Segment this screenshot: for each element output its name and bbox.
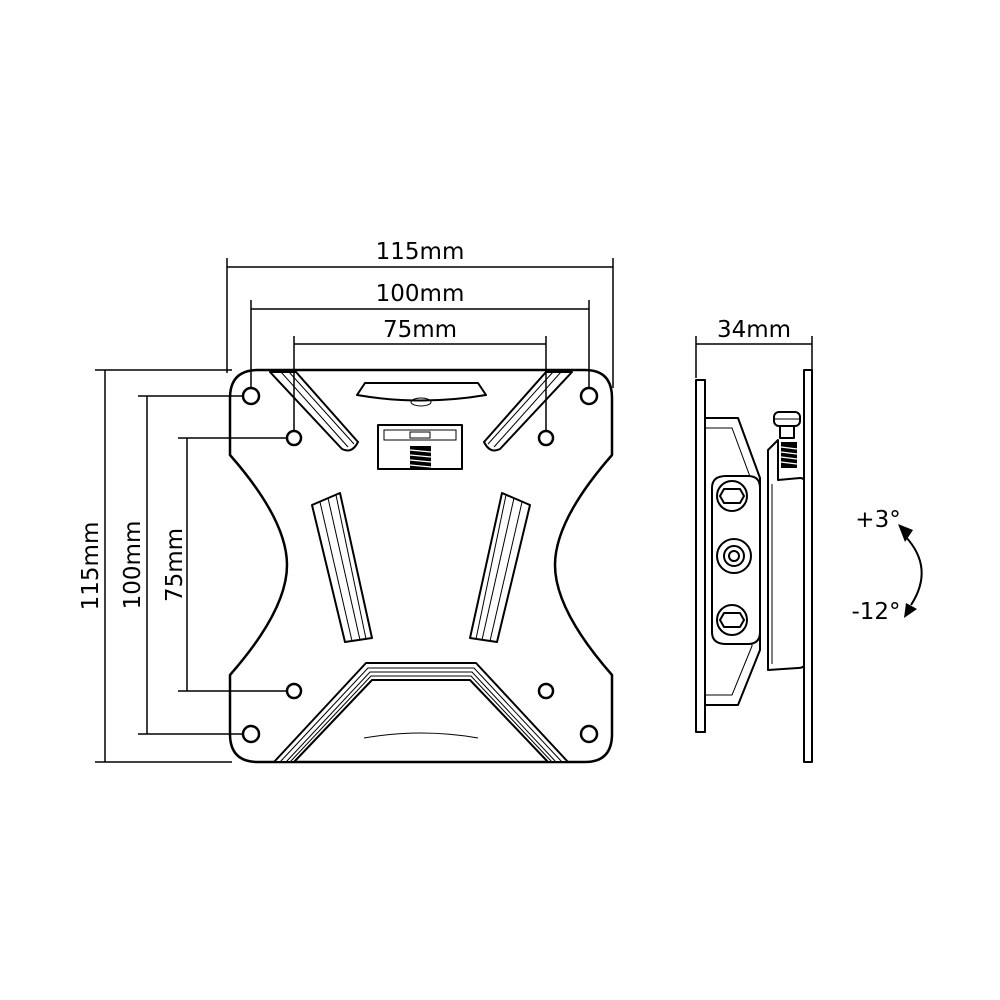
vertical-dimensions: 115mm 100mm 75mm — [78, 369, 287, 763]
dim-depth: 34mm — [717, 317, 791, 343]
tilt-down-label: -12° — [851, 599, 900, 625]
dim-width-vesa-large: 100mm — [376, 281, 465, 307]
lock-tab — [377, 424, 463, 470]
middle-left-rib — [311, 492, 373, 643]
top-hook-notch — [410, 397, 432, 407]
hole-100-top-left — [241, 386, 261, 406]
tilt-arrow — [904, 535, 923, 606]
wall-plate — [695, 379, 706, 733]
side-view: 34mm — [695, 317, 923, 763]
tv-bracket — [767, 439, 807, 671]
middle-right-rib — [469, 492, 531, 643]
upper-right-rib — [483, 371, 573, 452]
horizontal-dimensions: 115mm 100mm 75mm — [226, 239, 614, 430]
hole-100-top-right — [579, 386, 599, 406]
hole-75-bottom-left — [285, 682, 303, 700]
tilt-arrow-head-down — [904, 603, 917, 618]
upper-screw — [716, 480, 748, 512]
top-hook-slot — [356, 382, 487, 402]
tilt-up-label: +3° — [855, 507, 900, 533]
front-view-plate — [228, 368, 614, 764]
side-lock-screw — [773, 411, 801, 468]
plate-outline — [228, 368, 614, 764]
dim-width-overall: 115mm — [376, 239, 465, 265]
dim-height-vesa-small: 75mm — [162, 528, 188, 602]
hole-75-top-left — [285, 429, 303, 447]
center-bolt — [716, 538, 752, 574]
hole-75-bottom-right — [537, 682, 555, 700]
pivot-screws — [716, 480, 752, 636]
bottom-chevron-rib — [273, 662, 569, 763]
hole-100-bottom-left — [241, 724, 261, 744]
hole-100-bottom-right — [579, 724, 599, 744]
dim-width-vesa-small: 75mm — [383, 317, 457, 343]
tv-plate — [803, 369, 813, 763]
upper-left-rib — [269, 371, 359, 452]
hole-75-top-right — [537, 429, 555, 447]
tilt-arrow-head-up — [898, 524, 913, 542]
dim-height-vesa-large: 100mm — [120, 521, 146, 610]
dim-height-overall: 115mm — [78, 522, 104, 611]
lower-screw — [716, 604, 748, 636]
